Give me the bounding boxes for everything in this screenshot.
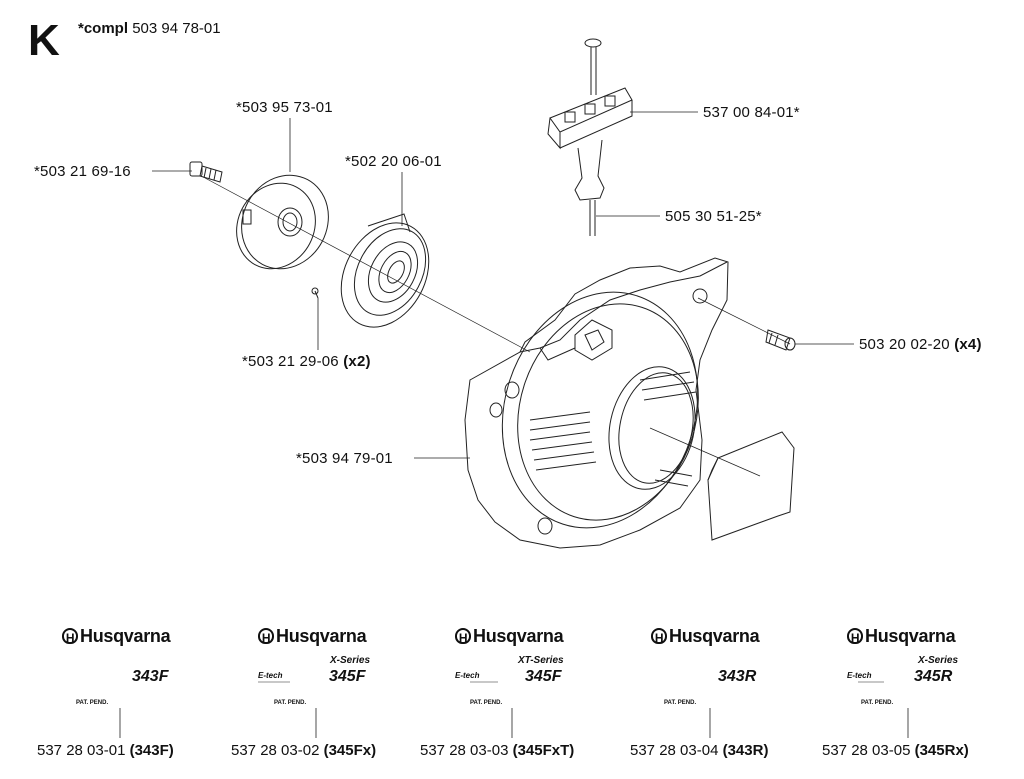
part-number: *502 20 06-01 [345, 153, 442, 170]
part-callout-screw[interactable]: *503 21 69-16 [34, 163, 131, 180]
part-number: *503 94 79-01 [296, 450, 393, 467]
part-callout-bolt[interactable]: 503 20 02-20 (x4) [859, 336, 982, 353]
part-number: 505 30 51-25* [665, 208, 762, 225]
compl-prefix: *compl [78, 20, 129, 37]
pin-part [311, 287, 319, 299]
part-qty: (x2) [343, 353, 371, 370]
starter-housing-part [464, 257, 729, 549]
decal-etech: E-tech [258, 671, 283, 680]
decal-callout-343R[interactable]: 537 28 03-04 (343R) [630, 742, 768, 759]
part-number: 537 28 03-04 [630, 742, 719, 759]
decal-etech: E-tech [847, 671, 872, 680]
part-number: 537 00 84-01* [703, 104, 800, 121]
husqvarna-crown-icon: H [847, 628, 863, 645]
husqvarna-crown-icon: H [258, 628, 274, 645]
part-callout-pin[interactable]: *503 21 29-06 (x2) [242, 353, 371, 370]
husqvarna-crown-icon: H [62, 628, 78, 645]
decal-variant: (345FxT) [512, 742, 575, 759]
recoil-spring-part [340, 213, 430, 328]
part-callout-starter-handle[interactable]: 537 00 84-01* [703, 104, 800, 121]
decal-callout-343F[interactable]: 537 28 03-01 (343F) [37, 742, 174, 759]
decal-model: 345F [329, 668, 366, 685]
decal-pat-pend: PAT. PEND. [470, 700, 503, 706]
part-number: 537 28 03-03 [420, 742, 509, 759]
part-number: 503 20 02-20 [859, 336, 950, 353]
decal-etech: E-tech [455, 671, 480, 680]
decal-model: 345R [914, 668, 953, 685]
part-callout-starter-housing[interactable]: *503 94 79-01 [296, 450, 393, 467]
starter-handle-part [547, 38, 633, 236]
part-number: 537 28 03-01 [37, 742, 126, 759]
decal-pat-pend: PAT. PEND. [274, 700, 307, 706]
decal-variant: (343R) [722, 742, 769, 759]
part-number: *503 21 69-16 [34, 163, 131, 180]
pulley-part [236, 174, 329, 270]
decal-pat-pend: PAT. PEND. [861, 700, 894, 706]
part-number: *503 21 29-06 [242, 353, 339, 370]
part-number: 537 28 03-05 [822, 742, 911, 759]
bolt-part [765, 329, 796, 351]
decal-model: 343F [132, 668, 169, 685]
filter-flap-part [707, 431, 795, 541]
decal-callout-345Fx[interactable]: 537 28 03-02 (345Fx) [231, 742, 376, 759]
decal-pat-pend: PAT. PEND. [664, 700, 697, 706]
section-letter: K [28, 16, 60, 65]
decal-model: 343R [718, 668, 757, 685]
decal-callout-345FxT[interactable]: 537 28 03-03 (345FxT) [420, 742, 574, 759]
decal-series: XT-Series [518, 655, 564, 666]
decal-variant: (345Rx) [914, 742, 969, 759]
part-callout-starter-rope[interactable]: 505 30 51-25* [665, 208, 762, 225]
part-callout-pulley[interactable]: *503 95 73-01 [236, 99, 333, 116]
compl-number: 503 94 78-01 [132, 20, 221, 37]
husqvarna-crown-icon: H [455, 628, 471, 645]
decal-variant: (345Fx) [323, 742, 377, 759]
complete-assembly-label: *compl 503 94 78-01 [78, 20, 221, 37]
decal-model: 345F [525, 668, 562, 685]
decal-pat-pend: PAT. PEND. [76, 700, 109, 706]
decal-variant: (343F) [129, 742, 174, 759]
part-callout-recoil-spring[interactable]: *502 20 06-01 [345, 153, 442, 170]
part-qty: (x4) [954, 336, 982, 353]
decal-callout-345Rx[interactable]: 537 28 03-05 (345Rx) [822, 742, 969, 759]
husqvarna-crown-icon: H [651, 628, 667, 645]
assembly-axis [204, 177, 531, 353]
decal-series: X-Series [918, 655, 959, 666]
decal-series: X-Series [330, 655, 371, 666]
part-number: 537 28 03-02 [231, 742, 320, 759]
screw-part [189, 161, 223, 183]
part-number: *503 95 73-01 [236, 99, 333, 116]
leader-lines [119, 111, 909, 738]
